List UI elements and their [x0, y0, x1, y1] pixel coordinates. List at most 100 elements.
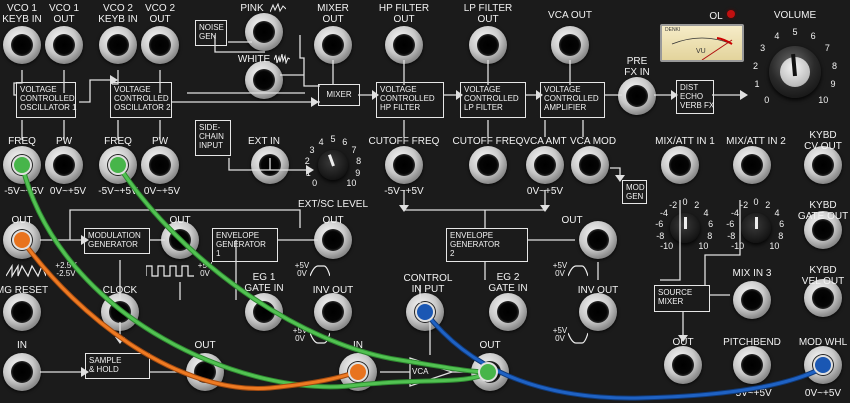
- env2-inv-out-jack[interactable]: [579, 293, 617, 331]
- noise-gen-block: NOISE GEN: [195, 20, 227, 46]
- vca-mod-jack[interactable]: [571, 146, 609, 184]
- env1-block: ENVELOPE GENERATOR 1: [212, 228, 278, 262]
- mixer-block: MIXER: [318, 84, 360, 106]
- orange-cable-plug[interactable]: [12, 230, 32, 250]
- knob-scale-tick: 6: [810, 31, 816, 42]
- vca-amt-jack[interactable]: [526, 146, 564, 184]
- sh-out-label: OUT: [194, 340, 216, 351]
- knob-scale-tick: -4: [659, 207, 668, 218]
- knob-scale-tick: 10: [698, 241, 709, 252]
- hp-cutoff-freq-jack[interactable]: [385, 146, 423, 184]
- lp-cutoff-freq-jack[interactable]: [469, 146, 507, 184]
- mix-att-in2-jack[interactable]: [733, 146, 771, 184]
- vca-mod-label: VCA MOD: [569, 136, 617, 147]
- ext-in-label: EXT IN: [247, 136, 281, 147]
- knob-scale-tick: 4: [774, 31, 780, 42]
- modulation-generator-block: MODULATION GENERATOR: [84, 228, 150, 254]
- vco2-pw-jack[interactable]: [141, 146, 179, 184]
- vu-meter: DENKI VU: [660, 24, 744, 62]
- knob-scale-tick: 2: [752, 60, 758, 71]
- vu-brand-label: DENKI: [665, 27, 681, 33]
- hpf-out-label: HP FILTER OUT: [378, 3, 430, 25]
- sh-in-jack[interactable]: [3, 353, 41, 391]
- white-label: WHITE: [237, 54, 271, 65]
- vco2-keyb-in-jack[interactable]: [99, 26, 137, 64]
- ext-sc-level-knob[interactable]: [318, 150, 348, 180]
- knob-scale-tick: 7: [824, 43, 830, 54]
- knob-scale-tick: 5: [792, 27, 798, 37]
- mg-reset-label: MG RESET: [0, 285, 49, 296]
- vca-amt-label: VCA AMT: [523, 136, 567, 147]
- fx-label: DIST ECHO VERB FX: [680, 83, 715, 110]
- pre-fx-in-jack[interactable]: [618, 77, 656, 115]
- knob-scale-tick: 2: [765, 199, 771, 210]
- inv-out1-label: INV OUT: [312, 285, 354, 296]
- blue-cable-plug[interactable]: [415, 302, 435, 322]
- blue-cable-plug[interactable]: [813, 355, 833, 375]
- mix-att-in1-jack[interactable]: [661, 146, 699, 184]
- mix-att-in2-knob[interactable]: [741, 213, 771, 243]
- vca-out-label: VCA OUT: [548, 10, 592, 21]
- knob-scale-tick: -10: [660, 241, 674, 252]
- mix-in3-jack[interactable]: [733, 281, 771, 319]
- range-modwhl-label: 0V~+5V: [804, 388, 842, 399]
- sample-hold-label: SAMPLE & HOLD: [89, 356, 122, 374]
- range-pw2-label: 0V~+5V: [143, 186, 181, 197]
- orange-cable-plug[interactable]: [348, 362, 368, 382]
- env2-out-jack[interactable]: [579, 221, 617, 259]
- inv-env1-shape-icon: [309, 331, 331, 348]
- mix-att-in1-knob[interactable]: [670, 213, 700, 243]
- green-cable-plug[interactable]: [12, 155, 32, 175]
- sh-out-jack[interactable]: [186, 353, 224, 391]
- vco1-out-jack[interactable]: [45, 26, 83, 64]
- hp-filter-out-jack[interactable]: [385, 26, 423, 64]
- kybd-gate-out-jack[interactable]: [804, 211, 842, 249]
- knob-scale-tick: 0: [682, 197, 688, 207]
- square-range-label: +5V 0V: [197, 261, 213, 278]
- sh-in-label: IN: [17, 340, 27, 351]
- knob-scale-tick: 8: [707, 231, 713, 242]
- vco2-out-label: VCO 2 OUT: [144, 3, 176, 25]
- vca-small-out-label: OUT: [479, 340, 501, 351]
- knob-scale-tick: 8: [356, 155, 362, 166]
- mixer-out-jack[interactable]: [314, 26, 352, 64]
- knob-scale-tick: 4: [703, 207, 709, 218]
- clock-jack[interactable]: [101, 293, 139, 331]
- env2-range-label: +5V 0V: [552, 261, 568, 278]
- knob-scale-tick: 0: [312, 178, 318, 189]
- control-input-label: CONTROL IN PUT: [403, 273, 453, 295]
- mg-reset-jack[interactable]: [3, 293, 41, 331]
- sample-hold-block: SAMPLE & HOLD: [85, 353, 150, 379]
- ol-label: OL: [709, 11, 723, 22]
- vco1-freq-label: FREQ: [8, 136, 36, 147]
- vco2-pw-label: PW: [151, 136, 169, 147]
- env1-out-jack[interactable]: [314, 221, 352, 259]
- clock-label: CLOCK: [102, 285, 138, 296]
- env1-inv-out-jack[interactable]: [314, 293, 352, 331]
- eg1-gate-in-jack[interactable]: [245, 293, 283, 331]
- vca-out-jack[interactable]: [551, 26, 589, 64]
- pitchbend-jack[interactable]: [733, 346, 771, 384]
- env1-label: ENVELOPE GENERATOR 1: [216, 231, 266, 258]
- source-mixer-out-jack[interactable]: [664, 346, 702, 384]
- vco1-keyb-in-jack[interactable]: [3, 26, 41, 64]
- kybd-cv-out-jack[interactable]: [804, 146, 842, 184]
- knob-scale-tick: -8: [727, 231, 736, 242]
- vco2-out-jack[interactable]: [141, 26, 179, 64]
- lp-filter-out-jack[interactable]: [469, 26, 507, 64]
- volume-knob[interactable]: [769, 46, 821, 98]
- knob-scale-tick: 0: [753, 197, 759, 207]
- range-vca-amt-label: 0V~+5V: [526, 186, 564, 197]
- mg-out2-jack[interactable]: [161, 221, 199, 259]
- eg2-gate-in-jack[interactable]: [489, 293, 527, 331]
- green-cable-plug[interactable]: [478, 362, 498, 382]
- white-noise-icon: [273, 53, 291, 67]
- pink-noise-jack[interactable]: [245, 13, 283, 51]
- ext-in-jack[interactable]: [251, 146, 289, 184]
- vco1-pw-jack[interactable]: [45, 146, 83, 184]
- env1-out-label: OUT: [322, 215, 344, 226]
- green-cable-plug[interactable]: [108, 155, 128, 175]
- knob-scale-tick: 3: [760, 43, 766, 54]
- knob-scale-tick: 6: [708, 218, 714, 229]
